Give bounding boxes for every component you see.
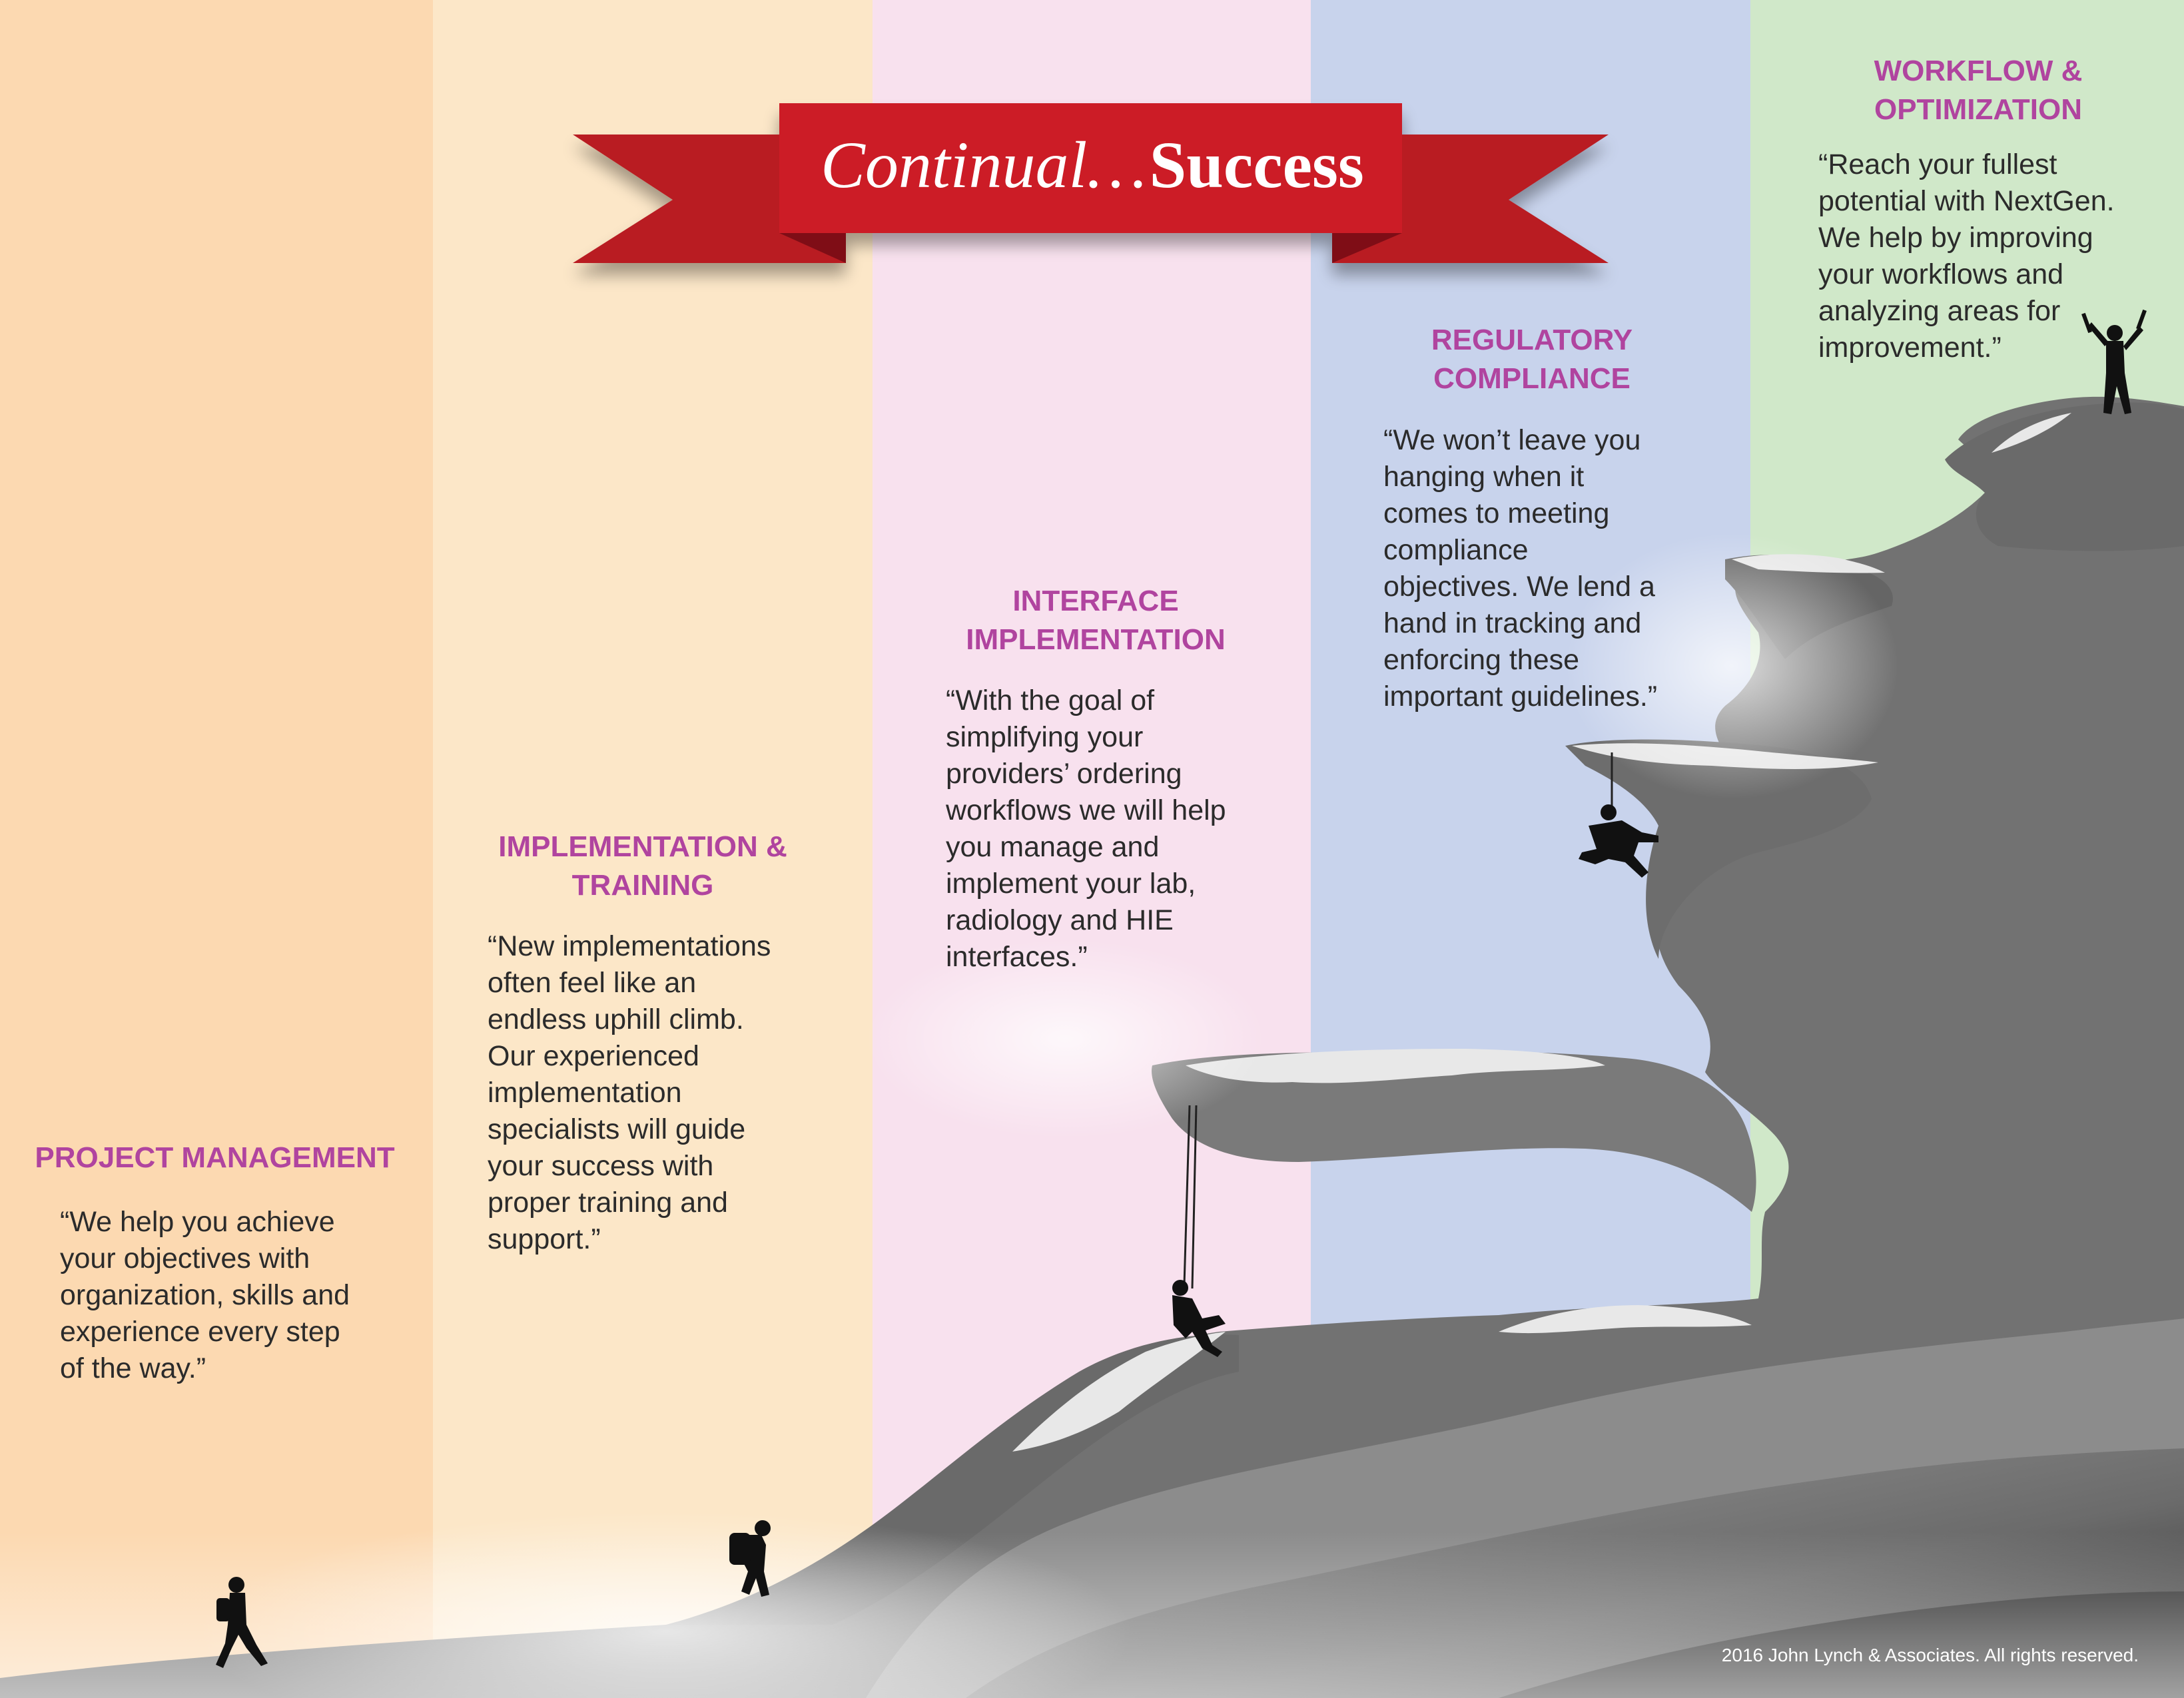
backpacker-icon — [729, 1520, 771, 1597]
stage-heading-implementation-training: IMPLEMENTATION & TRAINING — [466, 828, 819, 905]
quote-line: objectives. We lend a — [1383, 571, 1655, 603]
stage-quote-regulatory-compliance: “We won’t leave you hanging when it come… — [1383, 422, 1657, 715]
climbing-rope — [1183, 1105, 1191, 1286]
quote-line: often feel like an — [488, 967, 697, 999]
quote-line: your workflows and — [1818, 258, 2064, 290]
middle-overhang — [1565, 739, 1872, 959]
mountain-rock — [0, 396, 2184, 1698]
stage-heading-interface-implementation: INTERFACE IMPLEMENTATION — [919, 582, 1272, 659]
title-part-continual: Continual… — [821, 128, 1147, 202]
climbing-rope — [1191, 1105, 1198, 1289]
stage-heading-project-management: PROJECT MANAGEMENT — [27, 1139, 403, 1177]
snow-cap — [1499, 1305, 1752, 1334]
banner-body — [779, 103, 1402, 233]
stage-column-project-management — [0, 0, 433, 1698]
banner-right-fold — [1332, 233, 1402, 263]
quote-line: radiology and HIE — [946, 904, 1174, 936]
stage-heading-regulatory-compliance: REGULATORY COMPLIANCE — [1359, 321, 1705, 398]
quote-line: support.” — [488, 1223, 601, 1255]
quote-line: Our experienced — [488, 1040, 699, 1072]
quote-line: “With the goal of — [946, 685, 1155, 716]
snow-cap — [1012, 1332, 1226, 1452]
stage-column-implementation-training — [433, 0, 873, 1698]
overhang-ledge — [1152, 1051, 1756, 1212]
quote-line: hand in tracking and — [1383, 607, 1642, 639]
title-part-success: Success — [1149, 128, 1364, 202]
quote-line: analyzing areas for — [1818, 295, 2061, 327]
banner-left-tail — [573, 135, 846, 263]
stage-quote-implementation-training: “New implementations often feel like an … — [488, 928, 771, 1258]
quote-line: implement your lab, — [946, 868, 1196, 900]
quote-line: organization, skills and — [60, 1279, 350, 1311]
quote-line: hanging when it — [1383, 461, 1585, 493]
rappelling-climber-icon — [1172, 1280, 1226, 1357]
quote-line: implementation — [488, 1077, 682, 1109]
quote-line: specialists will guide — [488, 1113, 746, 1145]
copyright-notice: 2016 John Lynch & Associates. All rights… — [1721, 1645, 2139, 1665]
quote-line: workflows we will help — [946, 794, 1226, 826]
quote-line: proper training and — [488, 1187, 728, 1219]
heading-line: COMPLIANCE — [1433, 362, 1631, 395]
quote-line: We help by improving — [1818, 222, 2093, 254]
heading-line: OPTIMIZATION — [1874, 93, 2083, 126]
quote-line: providers’ ordering — [946, 758, 1182, 790]
page-title: Continual… Success — [779, 127, 1405, 203]
snow-cap — [1186, 1049, 1605, 1083]
ground-fog — [0, 1532, 2184, 1698]
heading-line: WORKFLOW & — [1874, 55, 2083, 87]
quote-line: your success with — [488, 1150, 714, 1182]
hanging-climber-icon — [1579, 804, 1658, 878]
quote-line: potential with NextGen. — [1818, 185, 2115, 217]
quote-line: compliance — [1383, 534, 1529, 566]
summit-climber-icon — [2081, 309, 2147, 414]
quote-line: “We help you achieve — [60, 1206, 335, 1238]
heading-line: INTERFACE — [1012, 585, 1179, 617]
walking-hiker-icon — [216, 1577, 268, 1668]
quote-line: your objectives with — [60, 1243, 310, 1274]
quote-line: “We won’t leave you — [1383, 424, 1641, 456]
stage-heading-workflow-optimization: WORKFLOW & OPTIMIZATION — [1812, 52, 2145, 129]
stage-quote-project-management: “We help you achieve your objectives wit… — [60, 1204, 350, 1387]
heading-line: REGULATORY — [1431, 324, 1633, 356]
quote-line: enforcing these — [1383, 644, 1580, 676]
heading-line: IMPLEMENTATION & — [498, 830, 787, 863]
heading-line: IMPLEMENTATION — [966, 623, 1226, 656]
stage-quote-workflow-optimization: “Reach your fullest potential with NextG… — [1818, 146, 2115, 366]
summit-rock — [1945, 402, 2184, 551]
quote-line: improvement.” — [1818, 332, 2002, 364]
quote-line: simplifying your — [946, 721, 1144, 753]
heading-line: TRAINING — [571, 869, 714, 902]
heading-line: PROJECT MANAGEMENT — [35, 1141, 395, 1174]
quote-line: of the way.” — [60, 1352, 206, 1384]
quote-line: you manage and — [946, 831, 1160, 863]
quote-line: important guidelines.” — [1383, 681, 1658, 712]
stage-quote-interface-implementation: “With the goal of simplifying your provi… — [946, 683, 1226, 976]
mist — [1565, 533, 1898, 799]
title-banner — [573, 103, 1609, 263]
banner-left-fold — [779, 233, 846, 263]
quote-line: experience every step — [60, 1316, 340, 1348]
quote-line: “New implementations — [488, 930, 771, 962]
mist — [866, 939, 1266, 1139]
snow-cap — [1992, 413, 2071, 453]
quote-line: interfaces.” — [946, 941, 1088, 973]
quote-line: endless uphill climb. — [488, 1003, 744, 1035]
quote-line: “Reach your fullest — [1818, 148, 2057, 180]
quote-line: comes to meeting — [1383, 497, 1610, 529]
